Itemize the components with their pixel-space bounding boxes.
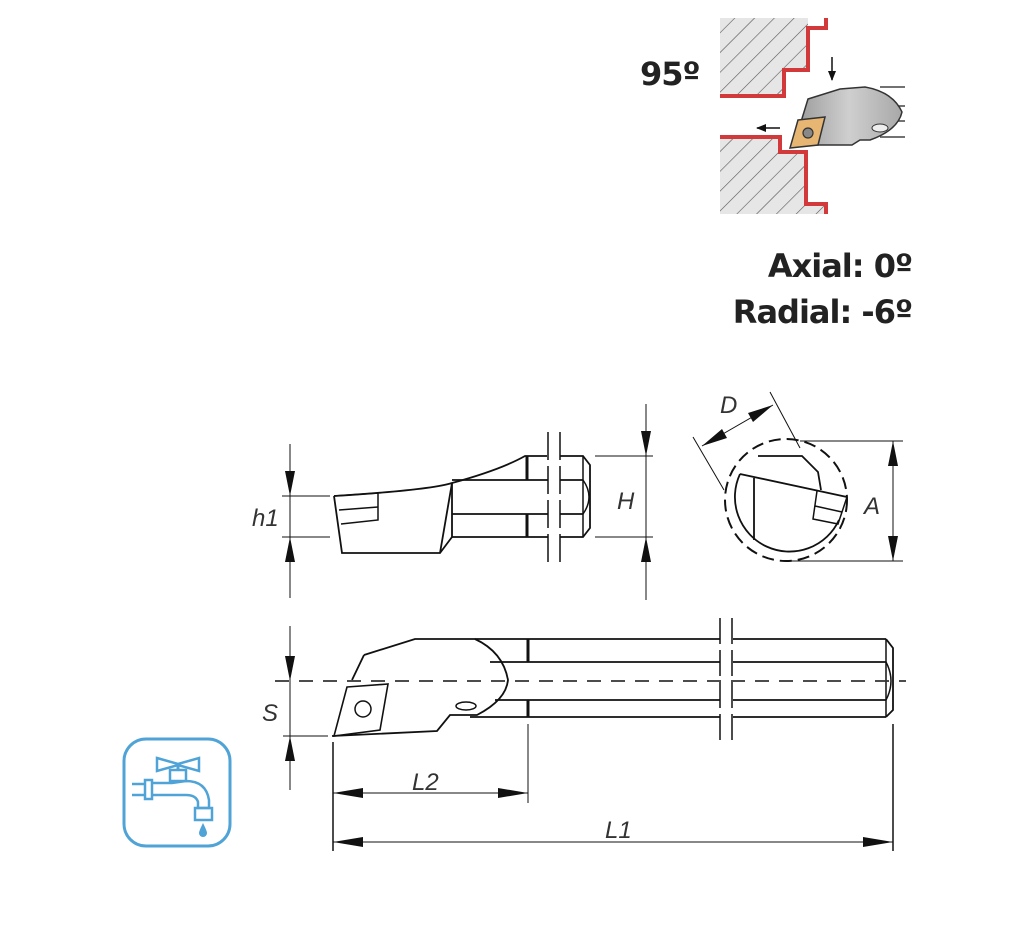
axial-rake-label: Axial: 0º [767,247,913,285]
coolant-icon [122,737,232,848]
workpiece-contour-upper [720,18,828,98]
dim-L2-label: L2 [412,769,439,796]
dim-L1-label: L1 [605,817,632,844]
end-view [692,391,903,562]
dim-H-label: H [617,488,635,515]
dim-A-label: A [864,493,881,520]
dim-S-label: S [262,700,279,727]
dim-D-label: D [720,392,738,419]
dim-h1-label: h1 [252,505,279,532]
approach-angle-label: 95º [640,55,701,93]
front-view [282,404,653,600]
operation-diagram [720,18,905,214]
radial-rake-label: Radial: -6º [732,293,913,331]
workpiece-contour-lower [720,135,828,214]
side-view [275,618,906,851]
